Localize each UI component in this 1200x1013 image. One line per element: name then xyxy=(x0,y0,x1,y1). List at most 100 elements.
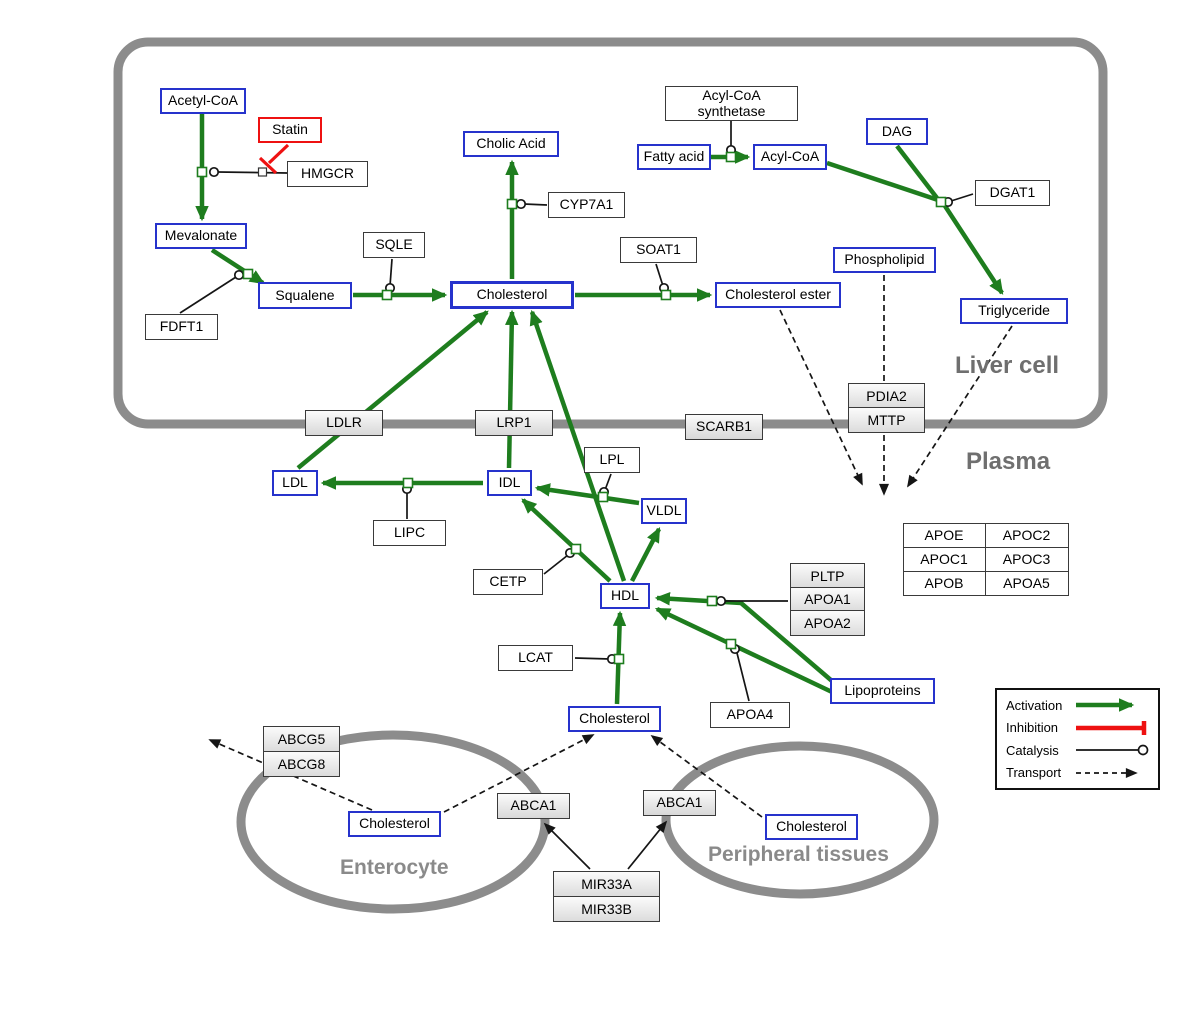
edge-vldl-idl xyxy=(534,483,640,506)
node-cetp[interactable]: CETP xyxy=(473,569,543,595)
node-mttp[interactable]: MTTP xyxy=(848,406,925,433)
apo-cell[interactable]: APOC3 xyxy=(984,546,1069,572)
apo-cell[interactable]: APOC1 xyxy=(902,546,986,572)
plasma-label: Plasma xyxy=(966,448,1051,475)
legend-catalysis-label: Catalysis xyxy=(1006,742,1059,758)
catalysis-dgat1 xyxy=(950,193,974,202)
apo-cell[interactable]: APOC2 xyxy=(984,522,1069,548)
node-soat1[interactable]: SOAT1 xyxy=(620,237,697,263)
node-ldlr[interactable]: LDLR xyxy=(305,410,383,436)
catalysis-soat1 xyxy=(655,263,664,287)
node-abcg5[interactable]: ABCG5 xyxy=(263,726,340,752)
process-nodes xyxy=(196,151,947,665)
statin-inhibition-tbar xyxy=(258,156,278,175)
stack-abcg5-abcg8: ABCG5 ABCG8 xyxy=(263,726,340,777)
transport-triglyceride-plasma xyxy=(907,325,1013,488)
node-triglyceride[interactable]: Triglyceride xyxy=(960,298,1068,324)
node-apoa1[interactable]: APOA1 xyxy=(790,586,865,612)
catalysis-apoa4 xyxy=(736,652,750,702)
edge-hdl-cholesterol xyxy=(529,309,627,582)
activation-arrow-icon xyxy=(1076,698,1135,712)
node-mir33b[interactable]: MIR33B xyxy=(553,895,660,922)
regulation-edges xyxy=(543,820,668,870)
node-sqle[interactable]: SQLE xyxy=(363,232,425,258)
node-abca1-enterocyte[interactable]: ABCA1 xyxy=(497,793,570,819)
liver-cell-membrane xyxy=(113,37,1108,429)
node-cholesterol-enterocyte[interactable]: Cholesterol xyxy=(348,811,441,837)
peripheral-tissues-membrane xyxy=(661,741,939,899)
apo-cell[interactable]: APOB xyxy=(902,570,986,596)
node-scarb1[interactable]: SCARB1 xyxy=(685,414,763,440)
node-lrp1[interactable]: LRP1 xyxy=(475,410,553,436)
transport-cholesterolester-plasma xyxy=(779,309,863,486)
node-dag[interactable]: DAG xyxy=(866,118,928,145)
node-dgat1[interactable]: DGAT1 xyxy=(975,180,1050,206)
node-vldl[interactable]: VLDL xyxy=(641,498,687,524)
stack-mir33: MIR33A MIR33B xyxy=(553,871,660,922)
transport-dashed-arrow-icon xyxy=(1076,767,1138,778)
catalysis-lpl xyxy=(604,473,612,491)
node-phospholipid[interactable]: Phospholipid xyxy=(833,247,936,273)
edge-lipoproteins-hdl-1 xyxy=(654,592,834,683)
legend-row-inhibition: Inhibition xyxy=(1006,719,1152,737)
node-statin[interactable]: Statin xyxy=(258,117,322,143)
edge-hdl-idl xyxy=(521,498,612,583)
node-pdia2[interactable]: PDIA2 xyxy=(848,383,925,408)
edge-hdl-vldl xyxy=(630,526,661,583)
node-mevalonate[interactable]: Mevalonate xyxy=(155,223,247,249)
statin-inhibition-line xyxy=(267,143,290,165)
legend-transport-label: Transport xyxy=(1006,765,1062,781)
node-fdft1[interactable]: FDFT1 xyxy=(145,314,218,340)
node-fatty-acid[interactable]: Fatty acid xyxy=(637,144,711,170)
node-hmgcr[interactable]: HMGCR xyxy=(287,161,368,187)
legend-activation-label: Activation xyxy=(1006,697,1063,713)
edge-mir33-abca1-right xyxy=(627,820,668,870)
inhibition-tbar-icon xyxy=(1076,720,1147,735)
edge-ldl-cholesterol xyxy=(296,310,489,470)
node-hdl[interactable]: HDL xyxy=(600,583,650,609)
node-abca1-peripheral[interactable]: ABCA1 xyxy=(643,790,716,816)
edge-idl-cholesterol xyxy=(505,309,519,469)
node-cholesterol-liver[interactable]: Cholesterol xyxy=(450,281,574,309)
apo-cell[interactable]: APOA5 xyxy=(984,570,1069,596)
node-cholesterol-ester[interactable]: Cholesterol ester xyxy=(715,282,841,308)
node-acyl-coa-synthetase[interactable]: Acyl-CoA synthetase xyxy=(665,86,798,121)
membranes xyxy=(113,37,1108,914)
legend: Activation Inhibition Catalysis Transpor… xyxy=(995,688,1160,790)
node-lcat[interactable]: LCAT xyxy=(498,645,573,671)
node-cholesterol-peripheral[interactable]: Cholesterol xyxy=(765,814,858,840)
node-cholic-acid[interactable]: Cholic Acid xyxy=(463,131,559,157)
node-ldl[interactable]: LDL xyxy=(272,470,318,496)
stack-pdia2-mttp: PDIA2 MTTP xyxy=(848,383,925,433)
node-pltp[interactable]: PLTP xyxy=(790,563,865,588)
edge-acylcoa-dgat1 xyxy=(826,160,939,203)
node-acetyl-coa[interactable]: Acetyl-CoA xyxy=(160,88,246,114)
node-mir33a[interactable]: MIR33A xyxy=(553,871,660,897)
anchor-square xyxy=(257,167,268,177)
node-squalene[interactable]: Squalene xyxy=(258,282,352,309)
node-lipc[interactable]: LIPC xyxy=(373,520,446,546)
node-apoa4[interactable]: APOA4 xyxy=(710,702,790,728)
node-cholesterol-plasma[interactable]: Cholesterol xyxy=(568,706,661,732)
legend-row-transport: Transport xyxy=(1006,764,1152,782)
node-apoa2[interactable]: APOA2 xyxy=(790,610,865,637)
node-cyp7a1[interactable]: CYP7A1 xyxy=(548,192,625,218)
node-lpl[interactable]: LPL xyxy=(584,447,640,473)
node-lipoproteins[interactable]: Lipoproteins xyxy=(830,678,935,704)
node-idl[interactable]: IDL xyxy=(487,470,532,496)
catalysis-lcat xyxy=(574,657,611,660)
edge-lipoproteins-hdl-2 xyxy=(654,606,833,695)
transport-edges xyxy=(208,275,1013,818)
transport-peripheral-plasma xyxy=(650,734,763,818)
liver-cell-label: Liver cell xyxy=(955,352,1060,379)
enterocyte-membrane xyxy=(236,730,550,914)
edge-dag-dgat1 xyxy=(895,144,939,200)
catalysis-cetp xyxy=(543,554,569,575)
apo-cell[interactable]: APOE xyxy=(902,522,986,548)
node-abcg8[interactable]: ABCG8 xyxy=(263,750,340,777)
enterocyte-label: Enterocyte xyxy=(340,856,449,879)
catalysis-circle-icon xyxy=(1076,744,1149,756)
node-acyl-coa[interactable]: Acyl-CoA xyxy=(753,144,827,170)
